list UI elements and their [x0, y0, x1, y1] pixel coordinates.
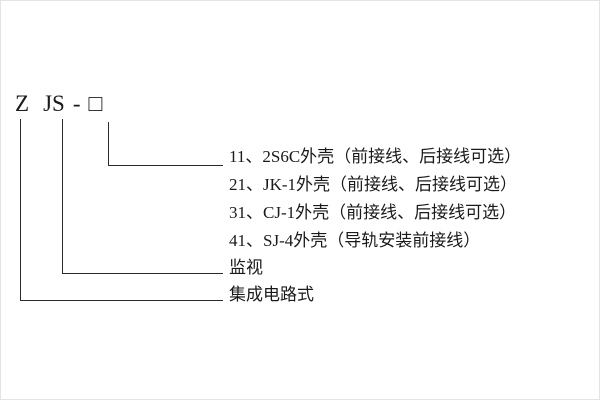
model-function-code: JS: [43, 91, 65, 116]
model-series-code: Z: [15, 91, 30, 116]
connector-hline-function: [62, 273, 223, 274]
legend-row-shell-21: 21、JK-1外壳（前接线、后接线可选）: [229, 175, 518, 194]
legend-row-shell-11: 11、2S6C外壳（前接线、后接线可选）: [229, 147, 522, 166]
connector-vline-series: [20, 119, 21, 301]
legend-row-series: 集成电路式: [229, 285, 314, 304]
connector-hline-variant: [108, 165, 223, 166]
connector-hline-series: [20, 300, 223, 301]
legend-row-shell-31: 31、CJ-1外壳（前接线、后接线可选）: [229, 203, 517, 222]
connector-vline-function: [62, 119, 63, 274]
model-dash: -: [72, 91, 81, 116]
legend-row-function: 监视: [229, 258, 263, 277]
model-code: Z JS - □: [15, 91, 102, 117]
connector-vline-variant: [108, 122, 109, 166]
model-variant-box-symbol: □: [88, 91, 103, 116]
legend-row-shell-41: 41、SJ-4外壳（导轨安装前接线）: [229, 231, 481, 250]
